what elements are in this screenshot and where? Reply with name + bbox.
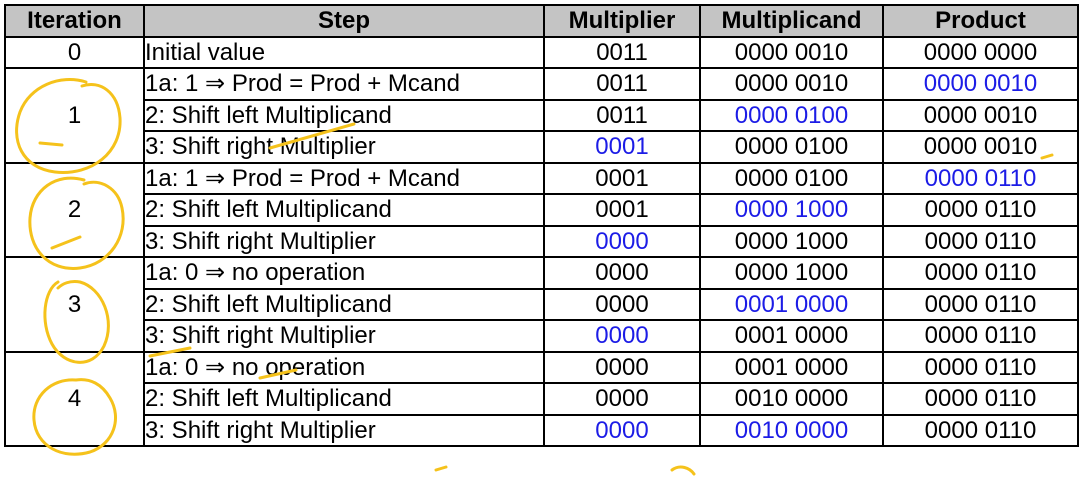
step-cell: 1a: 0 ⇒ no operation	[143, 256, 545, 290]
multiplier-cell: 0001	[543, 193, 701, 227]
product-cell: 0000 0010	[882, 67, 1079, 101]
multiplier-cell: 0001	[543, 161, 701, 195]
table-row: 2 1a: 1 ⇒ Prod = Prod + Mcand 0001 0000 …	[4, 161, 1079, 258]
product-cell: 0000 0010	[882, 130, 1079, 164]
product-cell: 0000 0110	[882, 319, 1079, 353]
multiplicand-cell: 0001 0000	[699, 350, 884, 384]
step-cell: 3: Shift right Multiplier	[143, 130, 545, 164]
multiplier-cell: 0011	[543, 67, 701, 101]
step-cell: 3: Shift right Multiplier	[143, 224, 545, 258]
step-cell: 2: Shift left Multiplicand	[143, 382, 545, 416]
multiplier-cell: 0001	[543, 130, 701, 164]
product-cell: 0000 0110	[882, 287, 1079, 321]
iteration-cell: 0	[4, 35, 145, 69]
multiplier-cell: 0000	[543, 350, 701, 384]
multiplier-cell: 0000	[543, 413, 701, 447]
multiplication-table-container: Iteration Step Multiplier Multiplicand P…	[4, 4, 1079, 474]
multiplier-cell: 0000	[543, 256, 701, 290]
table-row: 3: Shift right Multiplier 0000 0001 0000…	[5, 319, 1079, 353]
header-iteration: Iteration	[4, 4, 145, 38]
iteration-cell: 3	[4, 256, 145, 353]
product-cell: 0000 0110	[882, 413, 1079, 447]
step-cell: 2: Shift left Multiplicand	[143, 287, 545, 321]
multiplication-steps-table: Iteration Step Multiplier Multiplicand P…	[4, 4, 1079, 447]
iteration-cell: 1	[4, 67, 145, 164]
table-row: 3: Shift right Multiplier 0001 0000 0100…	[5, 130, 1079, 164]
header-product: Product	[882, 4, 1079, 38]
multiplicand-cell: 0000 1000	[699, 193, 884, 227]
header-multiplicand: Multiplicand	[699, 4, 884, 38]
multiplicand-cell: 0000 0100	[699, 98, 884, 132]
multiplicand-cell: 0000 1000	[699, 256, 884, 290]
table-row: 2: Shift left Multiplicand 0011 0000 010…	[5, 98, 1079, 132]
table-row: 2: Shift left Multiplicand 0001 0000 100…	[5, 193, 1079, 227]
product-cell: 0000 0110	[882, 382, 1079, 416]
header-step: Step	[143, 4, 545, 38]
multiplicand-cell: 0000 1000	[699, 224, 884, 258]
product-cell: 0000 0110	[882, 224, 1079, 258]
table-row: 3: Shift right Multiplier 0000 0010 0000…	[5, 413, 1079, 447]
table-row: 3 1a: 0 ⇒ no operation 0000 0000 1000 00…	[4, 256, 1079, 353]
multiplicand-cell: 0001 0000	[699, 287, 884, 321]
table-row: 0 Initial value 0011 0000 0010 0000 0000	[4, 35, 1079, 69]
iteration-cell: 2	[4, 161, 145, 258]
iteration-cell: 4	[4, 350, 145, 447]
multiplier-cell: 0000	[543, 319, 701, 353]
multiplicand-cell: 0001 0000	[699, 319, 884, 353]
product-cell: 0000 0110	[882, 193, 1079, 227]
table-row: 4 1a: 0 ⇒ no operation 0000 0001 0000 00…	[4, 350, 1079, 447]
multiplicand-cell: 0000 0010	[699, 35, 884, 69]
multiplier-cell: 0011	[543, 35, 701, 69]
multiplier-cell: 0000	[543, 287, 701, 321]
step-cell: 1a: 1 ⇒ Prod = Prod + Mcand	[143, 67, 545, 101]
step-cell: 3: Shift right Multiplier	[143, 413, 545, 447]
multiplicand-cell: 0010 0000	[699, 413, 884, 447]
multiplicand-cell: 0000 0010	[699, 67, 884, 101]
multiplicand-cell: 0010 0000	[699, 382, 884, 416]
product-cell: 0000 0110	[882, 161, 1079, 195]
step-cell: 1a: 1 ⇒ Prod = Prod + Mcand	[143, 161, 545, 195]
table-row: 3: Shift right Multiplier 0000 0000 1000…	[5, 224, 1079, 258]
step-cell: 2: Shift left Multiplicand	[143, 98, 545, 132]
step-cell: Initial value	[143, 35, 545, 69]
header-row: Iteration Step Multiplier Multiplicand P…	[4, 4, 1079, 38]
product-cell: 0000 0110	[882, 256, 1079, 290]
step-cell: 3: Shift right Multiplier	[143, 319, 545, 353]
header-multiplier: Multiplier	[543, 4, 701, 38]
table-row: 1 1a: 1 ⇒ Prod = Prod + Mcand 0011 0000 …	[4, 67, 1079, 164]
multiplicand-cell: 0000 0100	[699, 161, 884, 195]
product-cell: 0000 0000	[882, 35, 1079, 69]
product-cell: 0000 0010	[882, 98, 1079, 132]
table-row: 2: Shift left Multiplicand 0000 0010 000…	[5, 382, 1079, 416]
multiplier-cell: 0000	[543, 224, 701, 258]
step-cell: 1a: 0 ⇒ no operation	[143, 350, 545, 384]
step-cell: 2: Shift left Multiplicand	[143, 193, 545, 227]
product-cell: 0000 0110	[882, 350, 1079, 384]
multiplier-cell: 0000	[543, 382, 701, 416]
table-row: 2: Shift left Multiplicand 0000 0001 000…	[5, 287, 1079, 321]
multiplier-cell: 0011	[543, 98, 701, 132]
multiplicand-cell: 0000 0100	[699, 130, 884, 164]
